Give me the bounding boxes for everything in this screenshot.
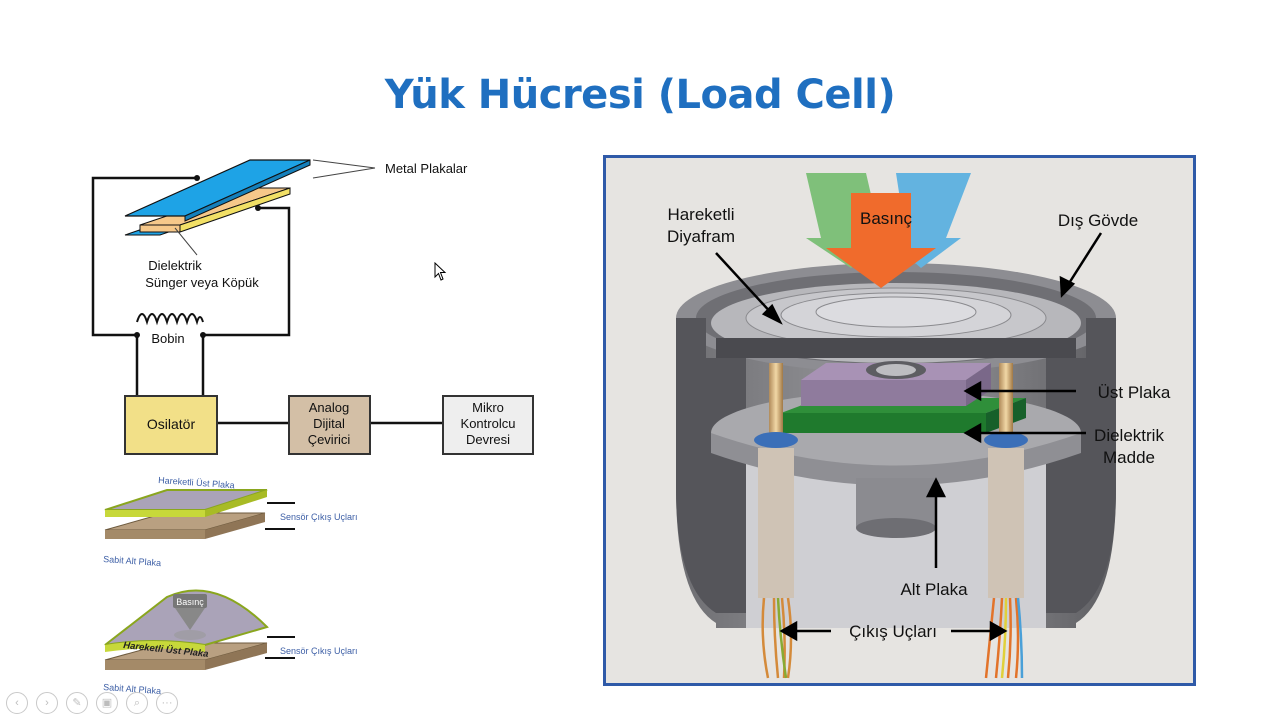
slideshow-navigation: ‹ › ✎ ▣ ⌕ ··· — [6, 692, 178, 716]
microcontroller-block: Mikro Kontrolcu Devresi — [442, 395, 534, 455]
top-plate — [801, 361, 991, 406]
top-plate-label: Üst Plaka — [1098, 383, 1171, 402]
adc-label-3: Çevirici — [308, 432, 351, 447]
dielectric-material-label-2: Madde — [1103, 448, 1155, 467]
top-moving-plate-label: Hareketli Üst Plaka — [158, 475, 235, 490]
metal-plates-callout — [312, 159, 376, 179]
metal-plates-label: Metal Plakalar — [385, 161, 468, 176]
next-slide-icon[interactable]: › — [36, 692, 58, 714]
slide-title: Yük Hücresi (Load Cell) — [384, 72, 896, 118]
plate-illustrations: Hareketli Üst Plaka Sensör Çıkış Uçları … — [95, 465, 385, 705]
fixed-bottom-plate-label: Sabit Alt Plaka — [103, 554, 162, 568]
pressure-arrow-icon — [173, 594, 207, 640]
moving-diaphragm-label-1: Hareketli — [667, 205, 734, 224]
mcu-label-3: Devresi — [466, 432, 510, 447]
pressure-arrows-icon — [806, 173, 971, 288]
adc-label-2: Dijital — [313, 416, 345, 431]
coil-label: Bobin — [151, 331, 184, 346]
previous-slide-icon[interactable]: ‹ — [6, 692, 28, 714]
output-leads-label: Çıkış Uçları — [849, 622, 937, 641]
moving-diaphragm-label-2: Diyafram — [667, 227, 735, 246]
adc-label-1: Analog — [309, 400, 349, 415]
pen-icon[interactable]: ✎ — [66, 692, 88, 714]
zoom-icon[interactable]: ⌕ — [126, 692, 148, 714]
flat-plates — [104, 489, 295, 539]
pressure-label: Basınç — [860, 209, 912, 228]
outer-body-label: Dış Gövde — [1058, 211, 1138, 230]
mcu-label-1: Mikro — [472, 400, 504, 415]
more-options-icon[interactable]: ··· — [156, 692, 178, 714]
moving-diaphragm — [711, 283, 1081, 363]
sensor-outputs-label: Sensör Çıkış Uçları — [280, 512, 358, 522]
capacitive-sensor-block-diagram: Metal Plakalar Dielektrik Sünger veya Kö… — [85, 150, 545, 460]
coil-icon — [136, 313, 204, 326]
dielectric-material-label-1: Dielektrik — [1094, 426, 1164, 445]
top-metal-plate — [124, 159, 311, 222]
callout-arrows — [715, 232, 1103, 642]
mcu-label-2: Kontrolcu — [461, 416, 516, 431]
left-pin — [754, 363, 798, 679]
mouse-cursor-icon — [434, 262, 447, 281]
adc-block: Analog Dijital Çevirici — [288, 395, 371, 455]
bottom-plate-label: Alt Plaka — [900, 580, 968, 599]
foam-label: Sünger veya Köpük — [145, 275, 259, 290]
oscillator-label: Osilatör — [147, 416, 196, 432]
right-pin — [984, 363, 1028, 679]
oscillator-block: Osilatör — [124, 395, 218, 455]
fixed-bottom-plate-label-2: Sabit Alt Plaka — [103, 682, 162, 696]
load-cell-cutaway-figure: Basınç Hareketli Diyafram Dış Gövde Üst … — [603, 155, 1196, 686]
slides-grid-icon[interactable]: ▣ — [96, 692, 118, 714]
pressure-label-small: Basınç — [176, 597, 204, 607]
sensor-outputs-label-2: Sensör Çıkış Uçları — [280, 646, 358, 656]
dielectric-label: Dielektrik — [148, 258, 202, 273]
circuit-wires — [91, 176, 443, 425]
